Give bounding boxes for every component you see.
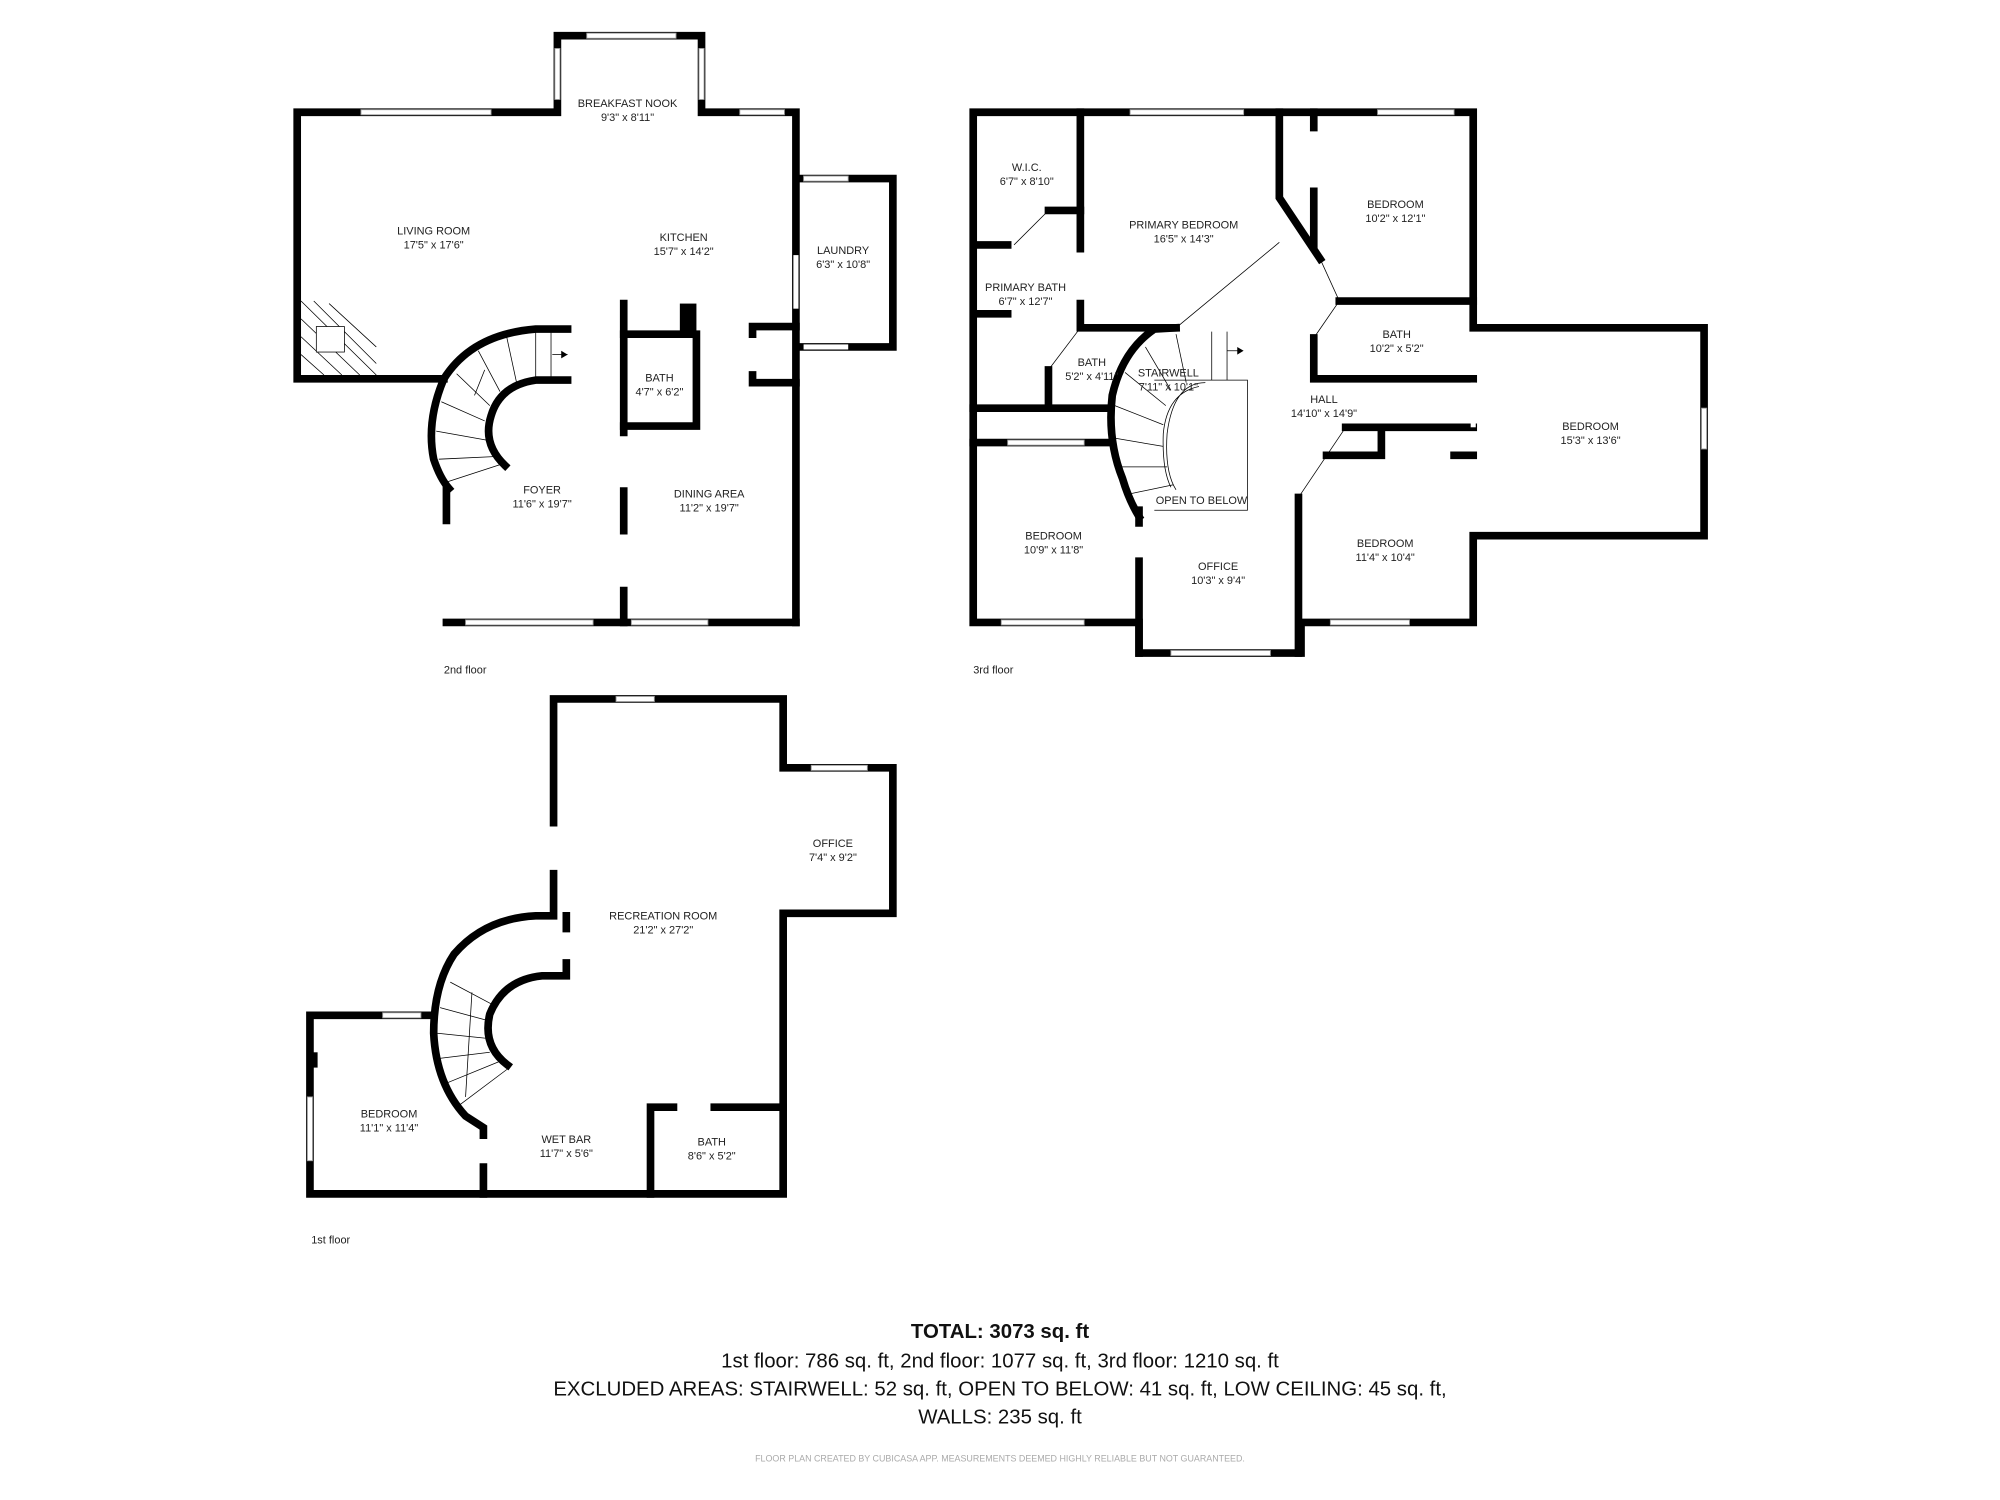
floor-label-3rd: 3rd floor — [973, 664, 1014, 676]
floor-label-1st: 1st floor — [311, 1235, 350, 1247]
disclaimer: FLOOR PLAN CREATED BY CUBICASA APP. MEAS… — [755, 1454, 1245, 1464]
room-label-wic: W.I.C.6'7" x 8'10" — [1000, 162, 1054, 188]
total-area: TOTAL: 3073 sq. ft — [911, 1321, 1089, 1343]
excluded-areas-walls: WALLS: 235 sq. ft — [918, 1406, 1082, 1428]
floor-areas: 1st floor: 786 sq. ft, 2nd floor: 1077 s… — [721, 1350, 1279, 1372]
excluded-areas: EXCLUDED AREAS: STAIRWELL: 52 sq. ft, OP… — [553, 1378, 1446, 1400]
room-label-open-to-below: OPEN TO BELOW — [1156, 495, 1248, 507]
floor-label-2nd: 2nd floor — [444, 664, 487, 676]
area-summary: TOTAL: 3073 sq. ft 1st floor: 786 sq. ft… — [553, 1321, 1446, 1464]
